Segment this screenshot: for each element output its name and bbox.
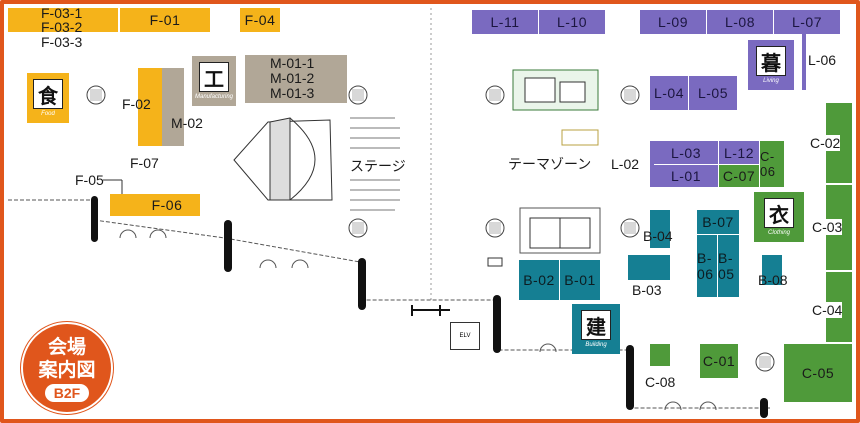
booth-f07-label: F-07 [130,155,159,171]
booth-l10[interactable]: L-10 [539,10,605,34]
category-manufacturing-marker: 工 Manufacturing [192,56,236,106]
booth-b08[interactable] [762,255,782,285]
booth-c04-label: C-04 [812,302,843,318]
manufacturing-icon: 工 [199,62,229,92]
booth-m01-3-label: M-01-3 [270,85,315,101]
booth-m01-1-label: M-01-1 [270,55,315,71]
booth-l02-label: L-02 [611,156,640,172]
booth-c01[interactable]: C-01 [700,344,738,378]
booth-m01-block[interactable] [245,55,347,103]
category-building-marker: 建 Building [572,304,620,354]
booth-b05[interactable]: B-05 [718,235,739,297]
stage-label: ステージ [350,158,406,174]
booth-c08-label: C-08 [645,374,676,390]
category-food-marker: 食 Food [27,73,69,123]
booth-f02-label: F-02 [122,96,151,112]
booth-l02[interactable] [650,141,654,187]
badge-floor: B2F [45,384,89,402]
booth-l08[interactable]: L-08 [707,10,773,34]
booth-l03[interactable]: L-03 [654,141,718,164]
booth-m02-label: M-02 [171,115,203,131]
floor-badge: 会場 案内図 B2F [21,322,113,414]
booth-l06[interactable] [802,34,806,90]
booth-c02-label: C-02 [810,135,841,151]
booth-c07[interactable]: C-07 [719,165,759,187]
living-icon: 暮 [756,46,786,76]
booth-f03-block[interactable] [8,8,118,32]
wall-pillar [358,258,366,310]
wall-pillar [493,295,501,353]
badge-title-line2: 案内図 [38,360,96,381]
wall-pillar [760,398,768,418]
category-manufacturing-label: Manufacturing [194,94,234,100]
category-clothing-label: Clothing [767,230,790,236]
booth-c08[interactable] [650,344,670,366]
booth-b07[interactable]: B-07 [697,210,739,234]
booth-m02[interactable] [162,68,184,146]
booth-l07[interactable]: L-07 [774,10,840,34]
booth-b02[interactable]: B-02 [519,260,559,300]
booth-b08-label: B-08 [758,272,788,288]
booth-f05-label: F-05 [75,172,104,188]
booth-c06[interactable]: C-06 [760,141,784,187]
booth-b01[interactable]: B-01 [560,260,600,300]
clothing-icon: 衣 [764,198,794,228]
booth-f06[interactable]: F-06 [134,194,200,216]
wall-pillar [224,220,232,272]
wall-pillar [91,196,98,242]
theme-zone-label: テーマゾーン [508,156,592,172]
booth-f04[interactable]: F-04 [240,8,280,32]
booth-f03-1-label: F-03-1 [41,5,83,21]
food-icon: 食 [33,79,63,109]
booth-l11[interactable]: L-11 [472,10,538,34]
elevator: ELV [450,322,480,350]
wall-pillar [626,345,634,410]
booth-b04-label: B-04 [643,228,673,244]
booth-l01[interactable]: L-01 [654,165,718,187]
category-building-label: Building [585,342,607,348]
booth-b03[interactable] [628,255,670,280]
booth-f03-2-label: F-03-2 [41,19,83,35]
booth-l06-label: L-06 [808,52,837,68]
booth-l12[interactable]: L-12 [719,141,759,164]
badge-title-line1: 会場 [47,337,86,358]
booth-b06[interactable]: B-06 [697,235,717,297]
booth-c05[interactable]: C-05 [784,344,852,402]
booth-b04[interactable] [650,210,670,248]
booth-m01-2-label: M-01-2 [270,70,315,86]
booth-f05[interactable] [110,194,134,216]
booth-l04[interactable]: L-04 [650,76,688,110]
category-living-marker: 暮 Living [748,40,794,90]
building-icon: 建 [581,310,611,340]
booth-c03-label: C-03 [812,219,843,235]
booth-b03-label: B-03 [632,282,662,298]
category-food-label: Food [41,111,55,117]
booth-f01[interactable]: F-01 [120,8,210,32]
booth-f02[interactable] [138,68,162,146]
category-living-label: Living [763,78,779,84]
booth-f03-3-label: F-03-3 [41,34,83,50]
category-clothing-marker: 衣 Clothing [754,192,804,242]
booth-l05[interactable]: L-05 [689,76,737,110]
booth-l09[interactable]: L-09 [640,10,706,34]
